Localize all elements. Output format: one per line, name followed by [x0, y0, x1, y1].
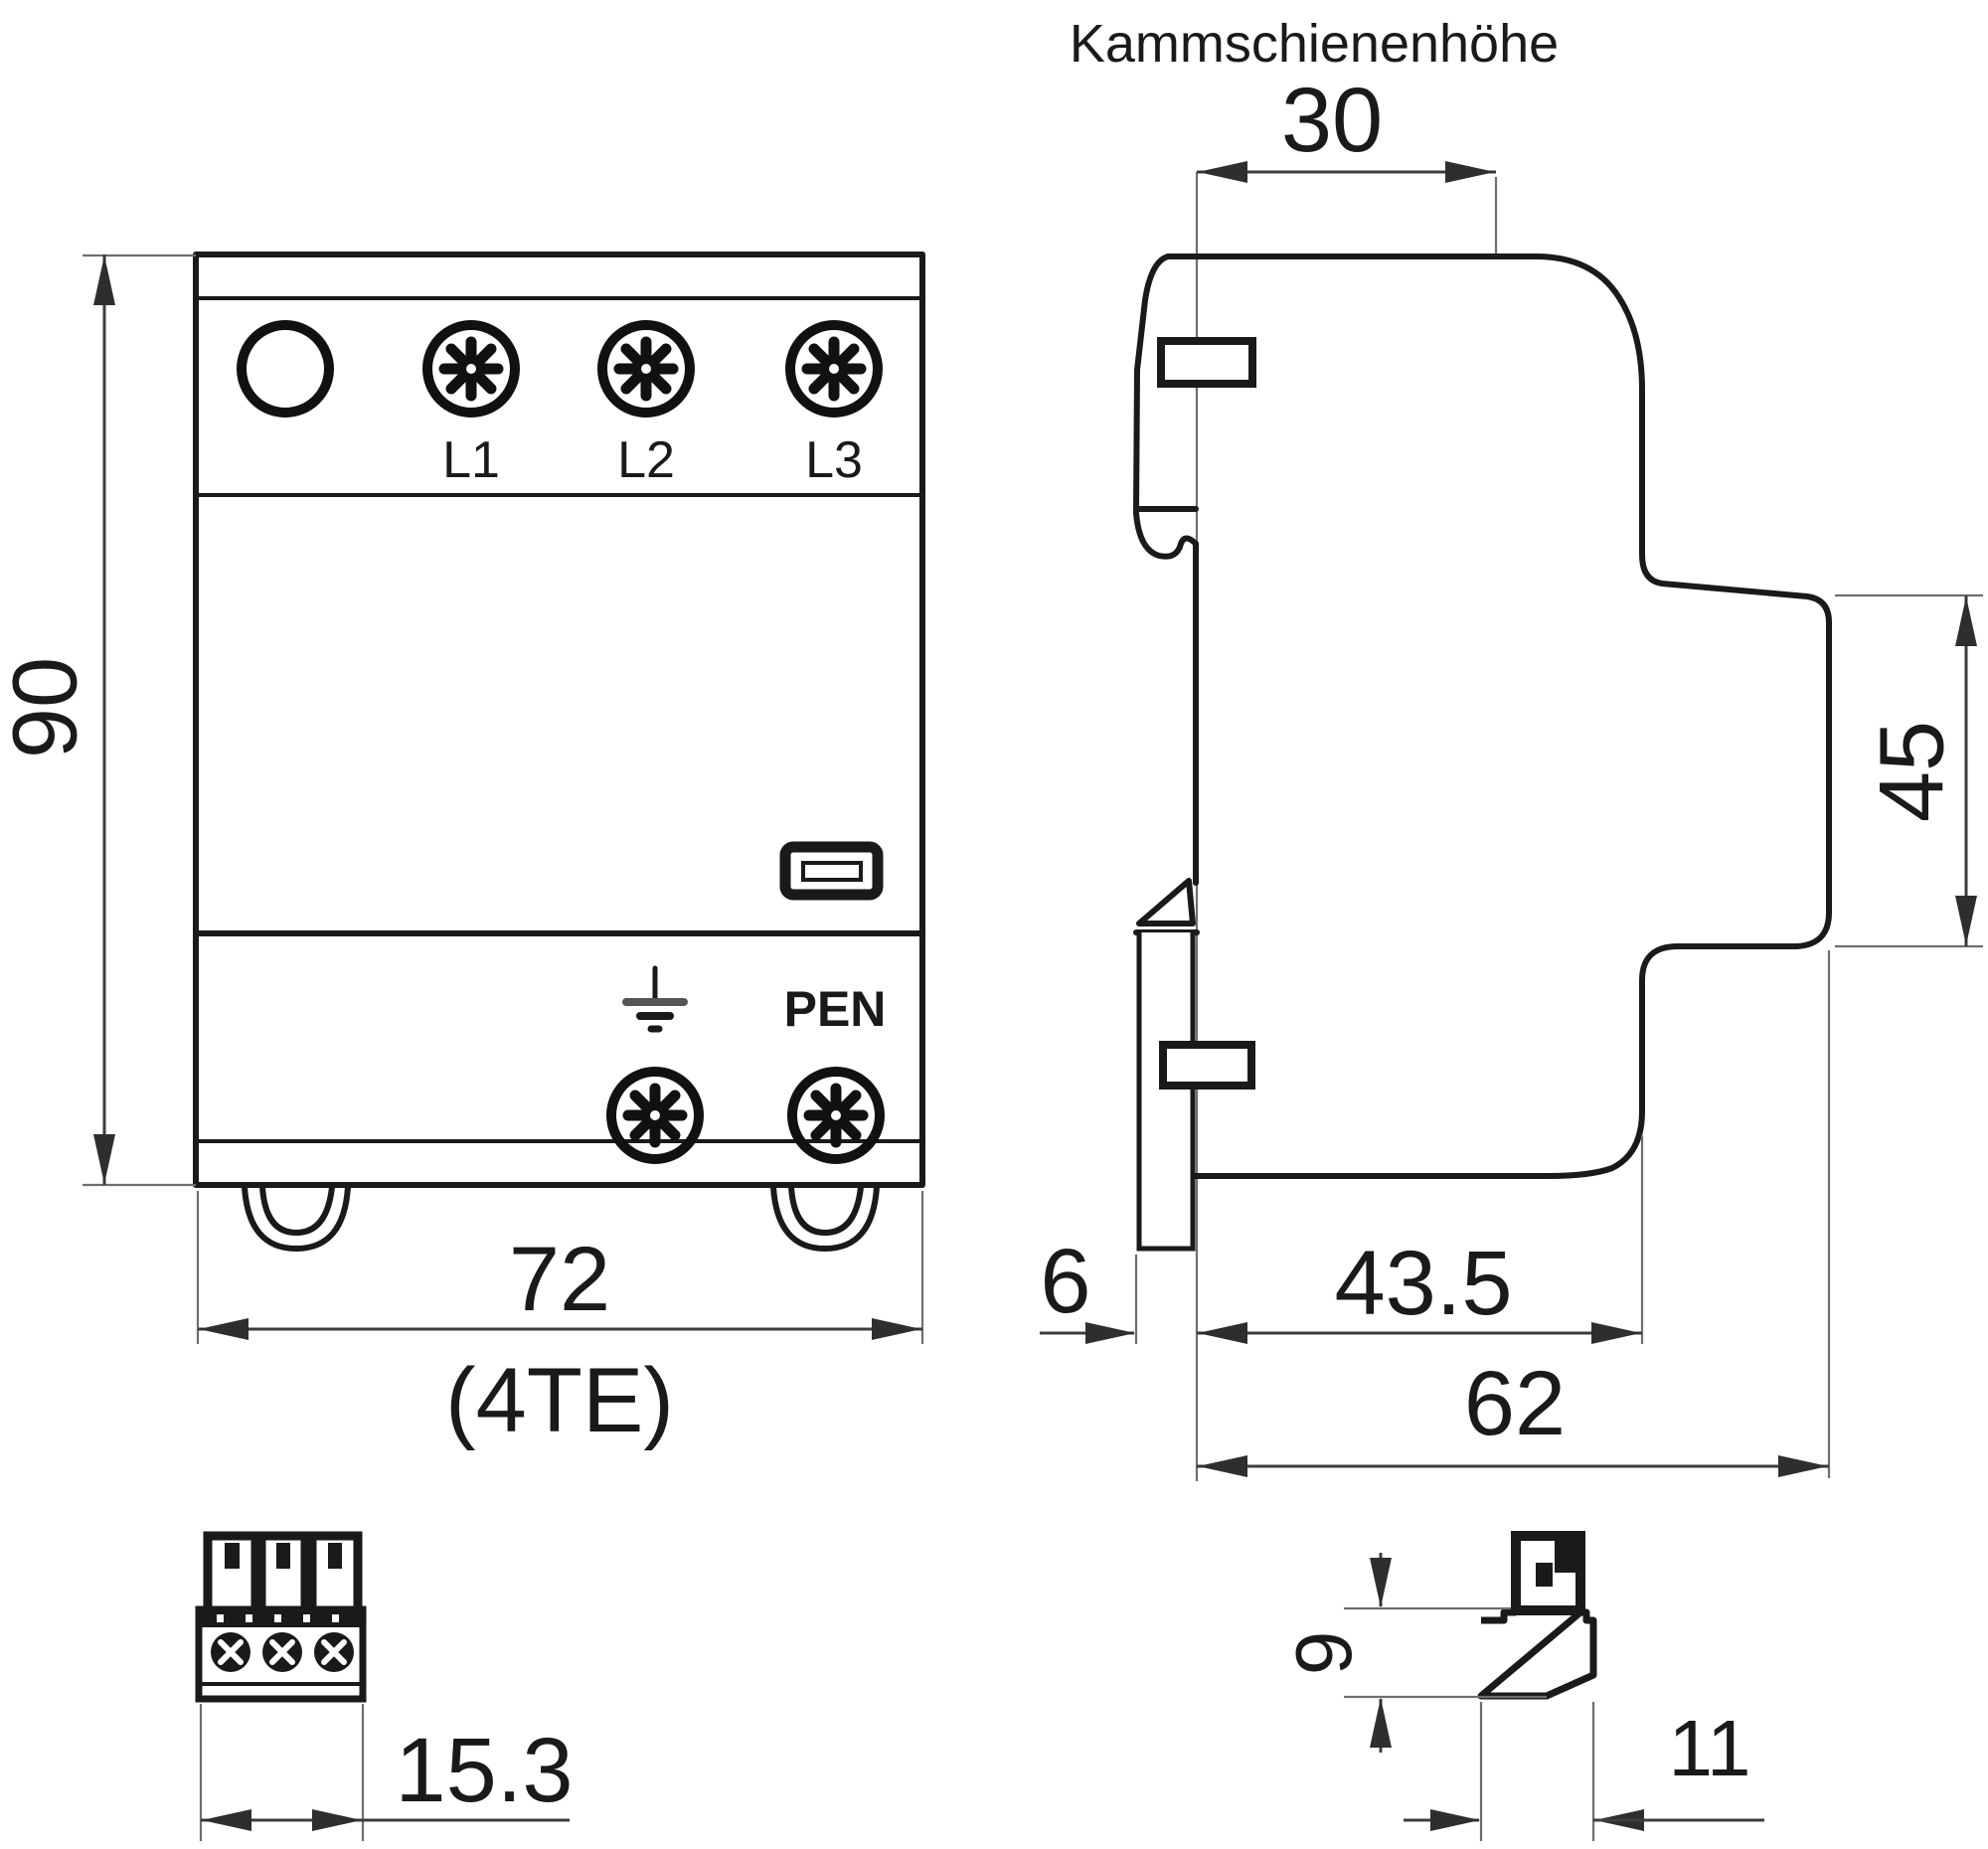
clip-plug	[1511, 1531, 1585, 1615]
terminal-block-detail: 15.3	[195, 1531, 574, 1841]
terminal-screw-earth-icon	[611, 1072, 699, 1159]
rail-latch-hook	[1133, 510, 1199, 560]
dimension-width-72: 72 (4TE)	[196, 1191, 924, 1451]
terminal-label-pen: PEN	[784, 981, 887, 1037]
status-indicator-window-icon	[779, 841, 884, 901]
dimension-total-depth-62: 62	[1197, 950, 1831, 1478]
dimension-front-height-45: 45	[1835, 593, 1983, 948]
lower-latch-wedge	[1136, 878, 1196, 926]
dimension-label-clip-width: 11	[1668, 1704, 1750, 1792]
earth-ground-icon	[622, 965, 688, 1033]
dimension-label-width-note: (4TE)	[445, 1350, 674, 1451]
terminal-label-l3: L3	[805, 431, 863, 489]
clip-detail: 9 11	[1279, 1531, 1764, 1841]
dimension-label-rear-offset: 6	[1040, 1231, 1090, 1332]
terminal-label-l1: L1	[442, 431, 500, 489]
dimension-height-90: 90	[0, 253, 196, 1187]
front-view: L1 L2 L3 PEN	[0, 252, 925, 1451]
terminal-label-l2: L2	[617, 431, 675, 489]
terminal-screw-pen-icon	[792, 1072, 880, 1159]
mounting-hole-icon	[237, 320, 334, 418]
terminal-screw-l3-icon	[790, 325, 878, 413]
dimension-label-width: 72	[509, 1229, 610, 1330]
terminal-block-body	[195, 1605, 367, 1703]
snap-clip-left-icon	[242, 1184, 351, 1252]
side-view-title: Kammschienenhöhe	[1070, 14, 1559, 74]
dimension-label-total-depth: 62	[1464, 1353, 1566, 1454]
dimension-rear-offset-6: 6	[1040, 1231, 1138, 1344]
side-profile	[1133, 253, 1832, 1252]
side-view: Kammschienenhöhe 30	[1040, 14, 1983, 1481]
dimension-label-block-width: 15.3	[395, 1720, 573, 1821]
dimension-block-width-15-3: 15.3	[199, 1704, 574, 1841]
front-housing-outline	[193, 252, 925, 1188]
terminal-screw-l2-icon	[602, 325, 690, 413]
dimension-clip-width-11: 11	[1404, 1702, 1764, 1841]
slide-clip-foot	[1136, 932, 1196, 1252]
dimension-clip-height-9: 9	[1279, 1553, 1547, 1753]
upper-clip-tab	[1157, 337, 1256, 388]
lower-clip-tab	[1159, 1041, 1255, 1090]
dimension-rail-width-30: 30	[1197, 70, 1498, 256]
clip-body	[1477, 1608, 1597, 1700]
snap-clip-right-icon	[770, 1184, 880, 1252]
terminal-screw-l1-icon	[427, 325, 515, 413]
dimension-label-front-height: 45	[1861, 721, 1962, 822]
dimension-body-depth-43-5: 43.5	[1197, 1135, 1644, 1344]
dimension-label-height: 90	[0, 657, 95, 758]
dimension-label-clip-height: 9	[1279, 1631, 1368, 1676]
dimension-label-rail-width: 30	[1281, 70, 1383, 171]
block-screw-icons	[211, 1632, 354, 1672]
dimension-label-body-depth: 43.5	[1334, 1233, 1512, 1334]
